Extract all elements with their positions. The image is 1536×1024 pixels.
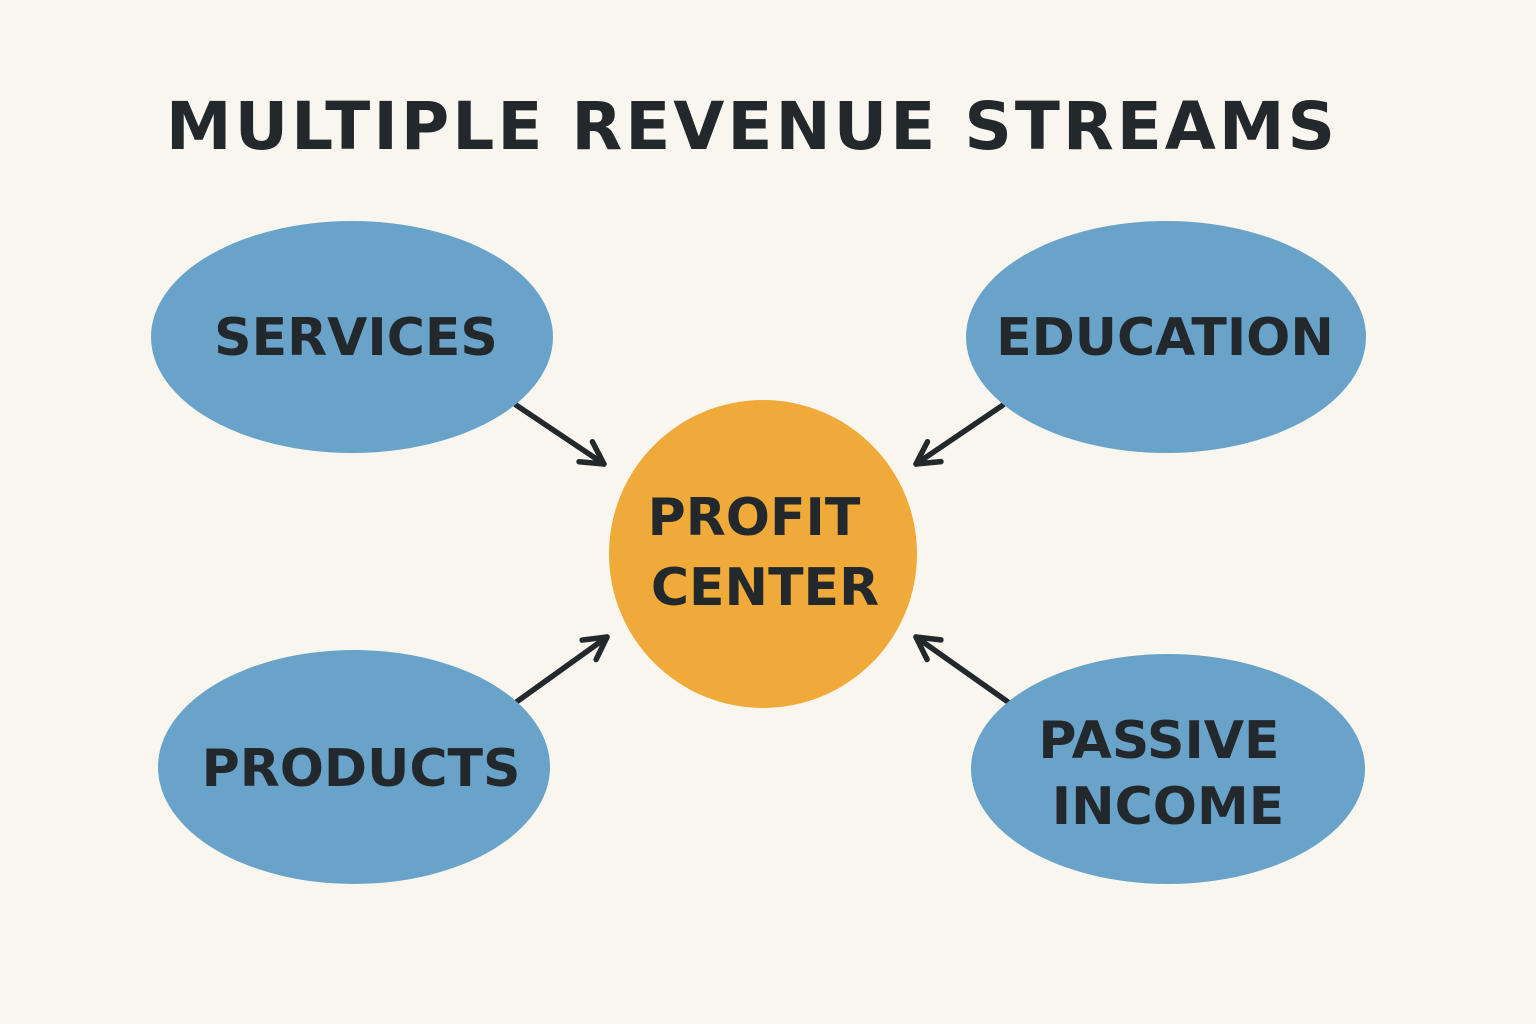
node-profit-center-shape: [609, 400, 917, 708]
node-services: SERVICES: [151, 221, 553, 453]
node-education-shape: [966, 221, 1366, 453]
node-profit-center-label: PROFIT CENTER: [648, 488, 880, 618]
arrow-education-to-center: [913, 402, 1006, 467]
diagram-title: MULTIPLE REVENUE STREAMS: [166, 88, 1338, 165]
node-products-label-line: PRODUCTS: [202, 739, 521, 799]
arrow-passive-income-to-center: [913, 634, 1011, 705]
node-education: EDUCATION: [966, 221, 1366, 453]
node-services-label-line: SERVICES: [214, 308, 498, 368]
node-products: PRODUCTS: [158, 650, 550, 884]
node-services-shape: [151, 221, 553, 453]
node-education-label-line: EDUCATION: [996, 308, 1334, 368]
arrow-products-to-center: [512, 634, 610, 706]
node-passive-income: PASSIVE INCOME: [971, 654, 1365, 884]
node-passive-income-shape: [971, 654, 1365, 884]
node-passive-income-label-line-2: INCOME: [1052, 777, 1285, 837]
node-products-label: PRODUCTS: [202, 739, 521, 799]
node-services-label: SERVICES: [214, 308, 498, 368]
node-profit-center-label-line-1: PROFIT: [648, 488, 861, 548]
node-products-shape: [158, 650, 550, 884]
node-profit-center: PROFIT CENTER: [609, 400, 917, 708]
arrow-services-to-center: [513, 402, 607, 467]
node-education-label: EDUCATION: [996, 308, 1334, 368]
nodes-layer: SERVICES EDUCATION PRODUCTS PASSIVE: [151, 221, 1366, 884]
node-profit-center-label-line-2: CENTER: [651, 558, 879, 618]
arrows-layer: [512, 402, 1011, 706]
node-passive-income-label-line-1: PASSIVE: [1038, 711, 1279, 771]
node-passive-income-label: PASSIVE INCOME: [1038, 711, 1297, 837]
